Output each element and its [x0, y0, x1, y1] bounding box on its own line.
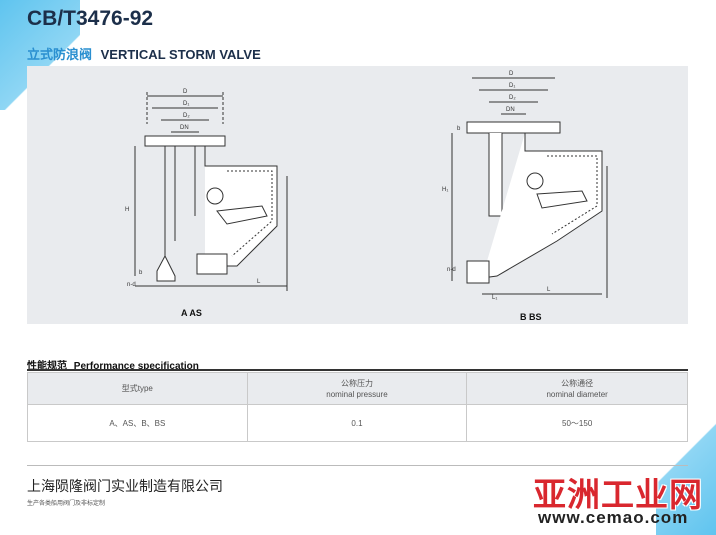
subtitle-en: VERTICAL STORM VALVE: [100, 47, 261, 62]
company-name: 上海陨隆阀门实业制造有限公司: [27, 478, 223, 494]
spec-title-en: Performance specification: [73, 361, 199, 372]
page-subtitle: 立式防浪阀 VERTICAL STORM VALVE: [27, 44, 261, 63]
spec-table: 型式type 公称压力 nominal pressure 公称通径 nomina…: [27, 372, 688, 442]
dim-a-b: b: [139, 270, 143, 276]
dim-b-d: D: [509, 71, 514, 77]
dim-a-l: L: [257, 279, 261, 285]
dim-a-d1: D₁: [183, 101, 189, 107]
table-row: A、AS、B、BS 0.1 50～150: [27, 404, 688, 442]
dim-a-h: H: [125, 207, 129, 213]
page-title: CB/T3476-92: [27, 7, 154, 30]
dim-a-d: D: [183, 89, 188, 95]
cell-pressure: 0.1: [246, 404, 468, 442]
dim-b-b: b: [457, 126, 461, 132]
spec-title-rule: [27, 369, 688, 371]
dim-b-d2: D₂: [509, 95, 516, 101]
watermark-url: www.cemao.com: [538, 508, 689, 527]
cell-type: A、AS、B、BS: [27, 404, 248, 442]
figure-b-drawing: [451, 77, 608, 298]
figure-b-label: B BS: [520, 312, 542, 322]
col-header-type: 型式type: [27, 372, 248, 405]
dim-b-d1: D₁: [509, 83, 515, 89]
spec-title-cn: 性能规范: [27, 361, 67, 372]
footer-rule: [27, 465, 688, 466]
figure-a-label: A AS: [181, 308, 202, 318]
dim-a-d2: D₂: [183, 113, 190, 119]
col-header-pressure: 公称压力 nominal pressure: [246, 372, 468, 405]
spec-section-title: 性能规范 Performance specification: [27, 357, 199, 372]
spec-table-header: 型式type 公称压力 nominal pressure 公称通径 nomina…: [27, 372, 688, 405]
company-tagline: 生产各类船用阀门及非标定制: [27, 501, 106, 507]
subtitle-cn: 立式防浪阀: [27, 47, 93, 62]
figure-a-drawing: [134, 92, 288, 291]
dim-b-l: L: [547, 287, 551, 293]
cell-diameter: 50～150: [466, 404, 688, 442]
dim-b-l1: L₁: [492, 295, 497, 301]
watermark-logo: 亚洲工业网: [533, 476, 703, 513]
valve-drawings: D D₁ D₂ DN H L b n-d D D₁ D₂ DN H₁ L L₁ …: [125, 71, 608, 301]
dim-a-dn: DN: [180, 125, 189, 131]
dim-b-n: n-d: [447, 267, 456, 273]
col-header-diameter: 公称通径 nominal diameter: [466, 372, 688, 405]
dim-b-dn: DN: [506, 107, 515, 113]
drawing-panel: D D₁ D₂ DN H L b n-d D D₁ D₂ DN H₁ L L₁ …: [27, 66, 688, 324]
dim-a-n: n-d: [127, 282, 136, 288]
dim-b-h: H₁: [442, 187, 448, 193]
